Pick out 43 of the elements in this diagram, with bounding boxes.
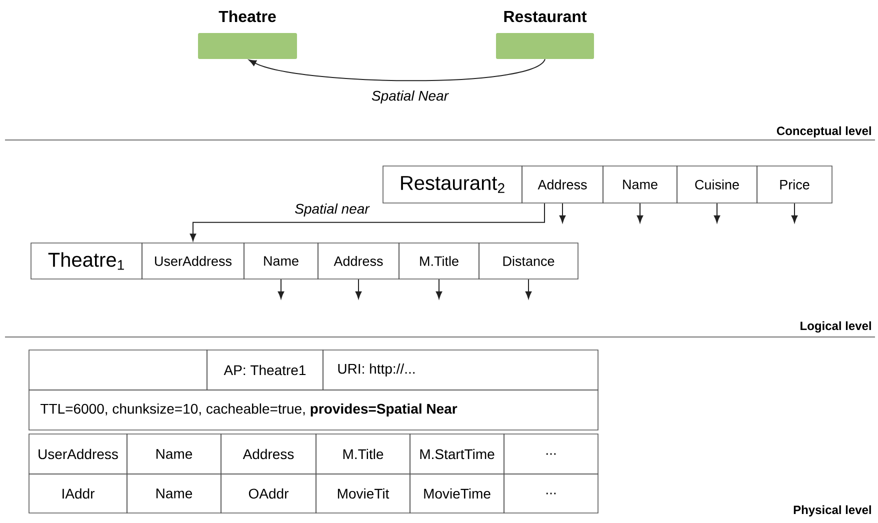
table-cell: Address — [220, 434, 316, 474]
arrow — [278, 278, 284, 299]
edge-label: Spatial Near — [370, 89, 450, 105]
attribute-cell: Cuisine — [676, 166, 758, 204]
table-cell: M.StartTime — [410, 434, 504, 474]
arrow — [791, 202, 798, 223]
table-cell: ... — [504, 434, 598, 474]
attribute-cell: Price — [756, 166, 832, 204]
relation-name-cell: Restaurant$_{2}$ — [382, 166, 522, 204]
table-cell: Name — [126, 434, 222, 474]
table-cell: Name — [126, 474, 222, 514]
arrow — [525, 278, 532, 299]
relation-name-cell: Theatre$_{1}$ — [30, 242, 142, 280]
attribute-cell: Address — [318, 242, 400, 280]
entity-title: Theatre — [218, 10, 276, 22]
table-cell: M.Title — [316, 434, 410, 474]
table-cell: URI: http://... — [322, 350, 598, 390]
table-cell: TTL=6000, chunksize=10, cacheable=true, provides=Spatial Near — [28, 390, 598, 430]
arrow — [636, 202, 644, 223]
attribute-cell: Address — [522, 166, 604, 204]
attribute-cell: Name — [602, 166, 678, 204]
table-cell: OAddr — [220, 474, 316, 514]
table-cell: MovieTit — [316, 474, 410, 514]
table-cell: IAddr — [28, 474, 128, 514]
attribute-cell: Distance — [478, 242, 578, 280]
entity-title: Restaurant — [504, 10, 587, 22]
arrow — [714, 202, 720, 223]
table-cell: UserAddress — [28, 434, 128, 474]
curved-arrow — [248, 58, 546, 82]
table-cell: ... — [504, 474, 598, 514]
attribute-cell: Name — [244, 242, 318, 280]
level-label: Conceptual level — [776, 126, 871, 138]
elbow-arrow — [190, 202, 545, 242]
level-label: Physical level — [794, 505, 871, 516]
arrow — [436, 278, 442, 299]
arrow — [355, 278, 362, 299]
table-cell: AP: Theatre1 — [206, 350, 324, 390]
edge-label: Spatial near — [294, 202, 370, 218]
attribute-cell: UserAddress — [142, 242, 244, 280]
table-cell: MovieTime — [410, 474, 504, 514]
level-label: Logical level — [800, 321, 871, 333]
attribute-cell: M.Title — [398, 242, 480, 280]
arrow — [559, 202, 566, 223]
